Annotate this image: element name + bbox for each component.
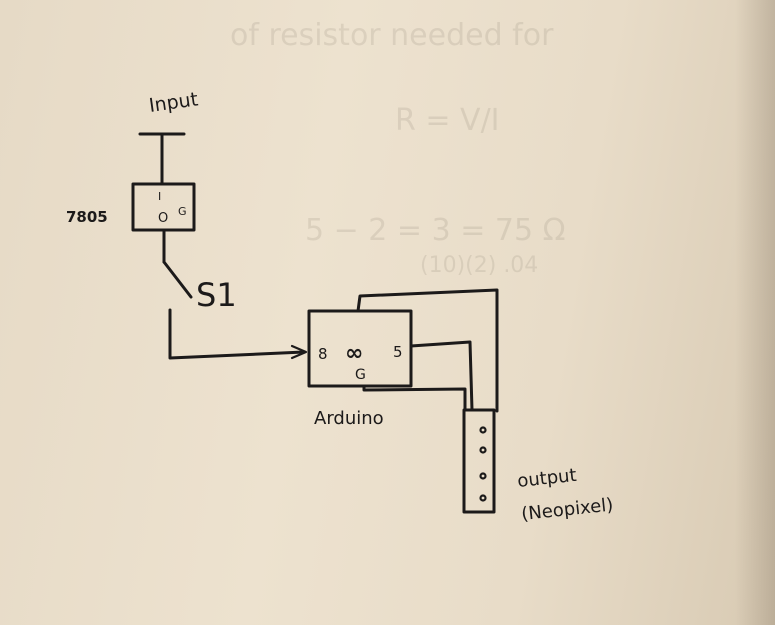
bleed-line-2: R = V/I: [395, 103, 500, 138]
regulator-label: 7805: [66, 208, 108, 226]
regulator-pin-gnd: G: [178, 205, 187, 218]
output-sublabel: (Neopixel): [520, 494, 614, 525]
neopixel-led-1: [479, 426, 487, 434]
wire-arrowhead: [290, 344, 308, 360]
input-label: Input: [148, 88, 200, 117]
neopixel-led-3: [479, 472, 487, 480]
neopixel-led-4: [479, 494, 487, 502]
switch-to-arduino-wire: [168, 308, 306, 360]
arduino-pin-gnd: G: [355, 367, 366, 383]
bleed-line-1: of resistor needed for: [230, 18, 554, 53]
bleed-through-text: of resistor needed for R = V/I 5 − 2 = 3…: [230, 18, 566, 278]
arduino-pin-5: 5: [393, 343, 403, 361]
regulator-pin-in: I: [158, 190, 161, 203]
switch-s1-label: S1: [196, 276, 237, 314]
arduino-data-wire: [409, 340, 474, 412]
output-label: output: [516, 465, 577, 492]
switch-s1-lever: [162, 260, 193, 299]
neopixel-strip: [462, 408, 496, 514]
arduino-pin-8: 8: [318, 345, 328, 363]
regulator-pin-out: O: [158, 211, 168, 226]
neopixel-led-2: [479, 446, 487, 454]
bleed-line-4: (10)(2) .04: [420, 253, 538, 278]
arduino-infinity-logo: ∞: [345, 341, 363, 366]
arduino-label: Arduino: [314, 408, 384, 429]
arduino-ground-wire: [362, 384, 467, 411]
arduino-board: [307, 309, 413, 388]
arduino-power-wire: [356, 288, 499, 413]
bleed-line-3: 5 − 2 = 3 = 75 Ω: [305, 213, 566, 248]
